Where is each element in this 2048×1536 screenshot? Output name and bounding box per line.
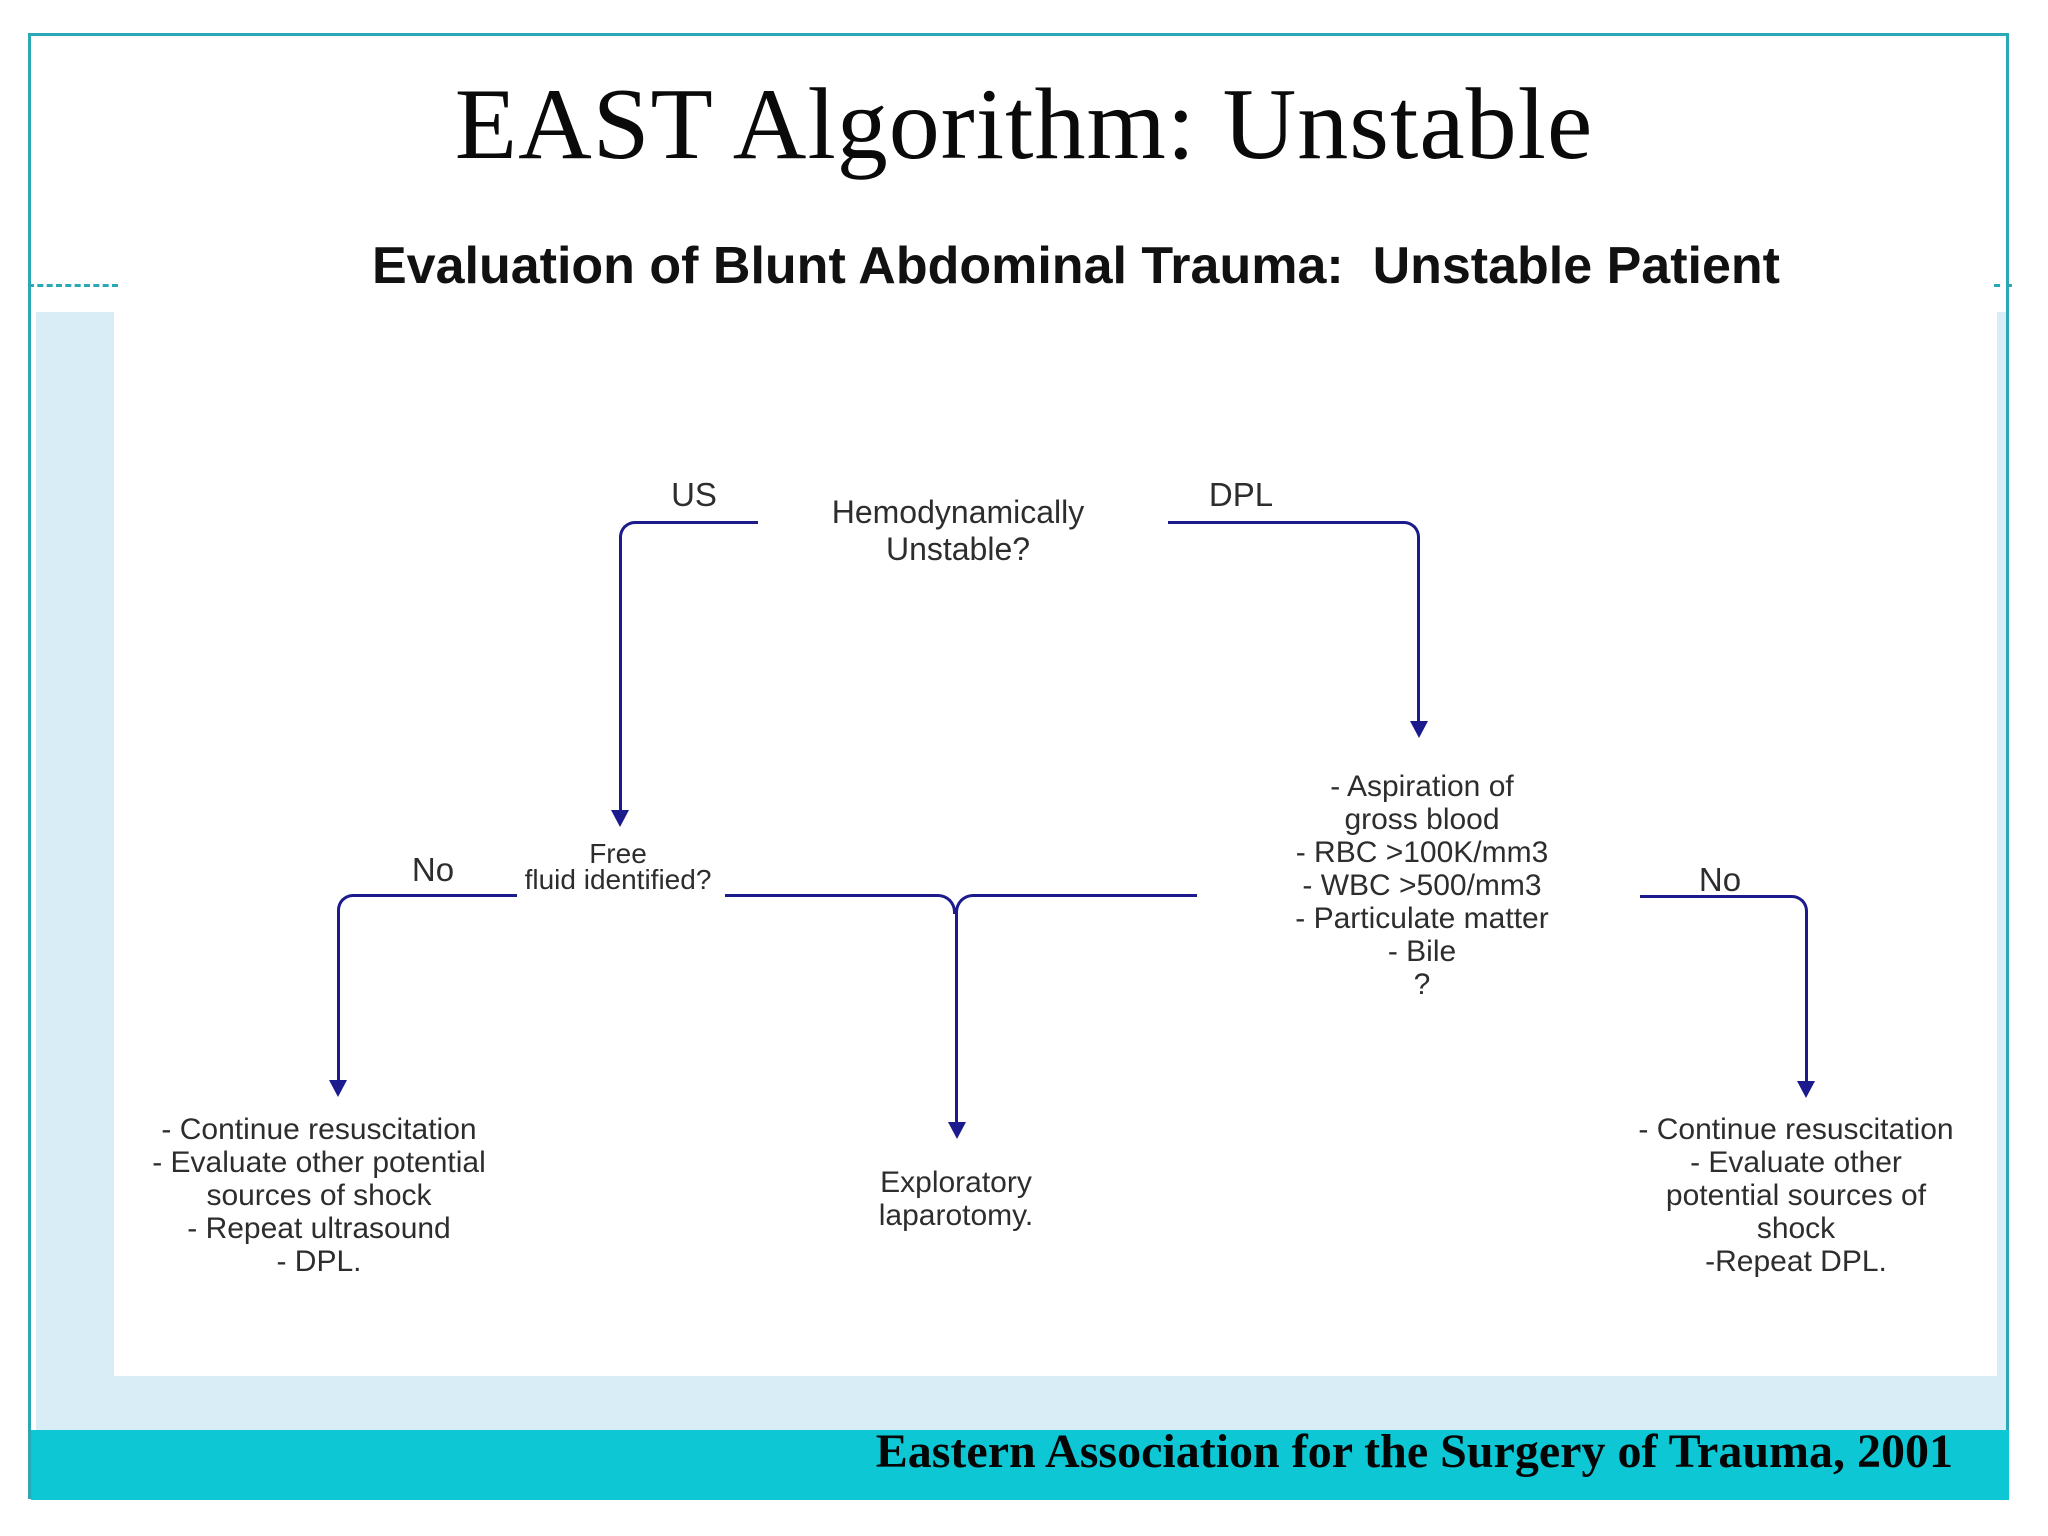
dpl-criteria-line: - Particulate matter [1295,902,1549,935]
free-fluid-line1: Free [589,838,647,869]
dpl-criteria-line: - Bile [1387,935,1457,968]
footer-credit: Eastern Association for the Surgery of T… [875,1425,1953,1478]
left-outcome-line: - Evaluate other potential [152,1146,486,1179]
diagram-subtitle: Evaluation of Blunt Abdominal Trauma: Un… [372,237,1780,295]
slide-title: EAST Algorithm: Unstable [454,68,1594,181]
right-outcome-line: - Continue resuscitation [1638,1113,1954,1146]
root-question: Hemodynamically Unstable? [831,494,1085,567]
right-outcome-line: shock [1756,1212,1836,1245]
us-branch-label: US [671,476,717,513]
yes-line-right-segment [975,894,1197,897]
us-branch-connector [619,521,758,812]
free-fluid-line2: fluid identified? [524,864,712,895]
no-label-left: No [411,851,455,888]
exploratory-line: laparotomy. [878,1199,1034,1232]
left-outcome-line: - DPL. [276,1245,362,1278]
free-fluid-question: Free fluid identified? [468,838,768,895]
dpl-criteria-line: - Aspiration of [1330,770,1514,803]
exploratory-outcome: Exploratory laparotomy. [806,1166,1106,1232]
dpl-branch-label: DPL [1208,476,1274,513]
yes-junction-curve-right [955,894,975,914]
no-right-arrowhead-icon [1797,1081,1815,1098]
dpl-branch-connector [1168,521,1420,722]
no-label-right: No [1698,861,1742,898]
no-left-arrowhead-icon [329,1080,347,1097]
yes-junction-curve-left [936,894,956,914]
left-outcome-list: - Continue resuscitation - Evaluate othe… [119,1113,519,1278]
right-outcome-line: - Evaluate other [1690,1146,1902,1179]
dashed-guide-right [1994,284,2012,287]
us-arrowhead-icon [611,810,629,827]
yes-vertical-line [955,912,958,1124]
right-outcome-line: potential sources of [1665,1179,1927,1212]
right-outcome-list: - Continue resuscitation - Evaluate othe… [1620,1113,1972,1278]
yes-line-left-segment [725,894,938,897]
dpl-arrowhead-icon [1410,721,1428,738]
dpl-criteria-line: - WBC >500/mm3 [1302,869,1542,902]
left-outcome-line: sources of shock [206,1179,432,1212]
yes-arrowhead-icon [948,1122,966,1139]
left-outcome-line: - Continue resuscitation [161,1113,477,1146]
left-outcome-line: - Repeat ultrasound [187,1212,451,1245]
dpl-criteria-line: - RBC >100K/mm3 [1295,836,1549,869]
no-left-connector [337,894,517,1080]
dpl-criteria-line: ? [1413,968,1431,1001]
dpl-criteria-line: gross blood [1344,803,1500,836]
exploratory-line: Exploratory [880,1166,1032,1199]
dashed-guide-left [28,284,118,287]
dpl-criteria-list: - Aspiration of gross blood - RBC >100K/… [1272,770,1572,1001]
right-outcome-line: -Repeat DPL. [1705,1245,1887,1278]
no-right-connector [1640,895,1808,1081]
footer-band [31,1430,2009,1500]
flowchart-canvas [114,312,1997,1376]
